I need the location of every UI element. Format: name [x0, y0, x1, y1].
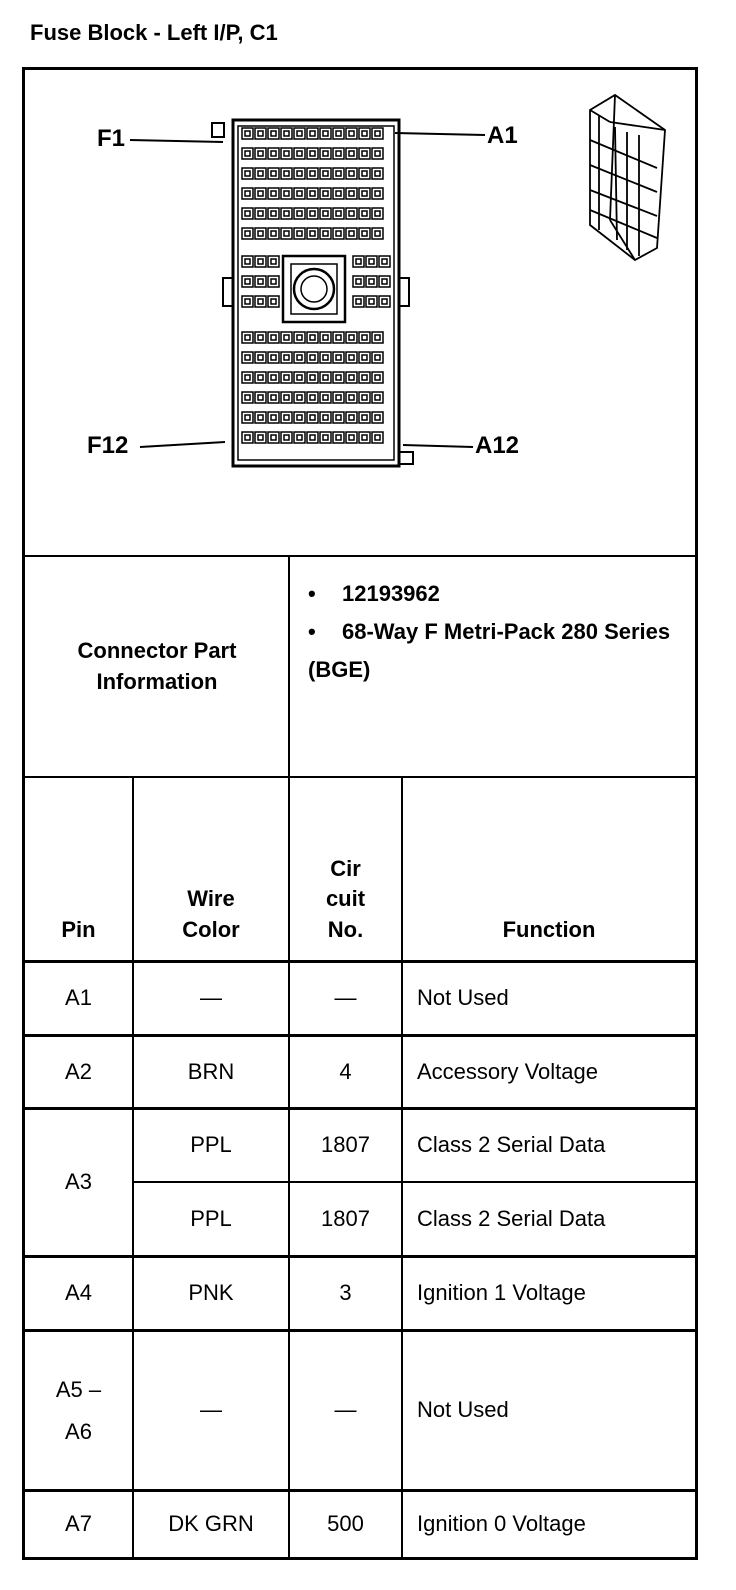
label-f1: F1 [97, 125, 126, 152]
part-number: •12193962 [308, 581, 440, 606]
circuit-cell: — [334, 985, 357, 1011]
pin-cell: A4 [65, 1280, 92, 1306]
function-cell: Class 2 Serial Data [417, 1132, 606, 1158]
connector-face-diagram [129, 93, 666, 468]
wire-color-cell: PPL [190, 1205, 232, 1231]
header-wire-color: Wire Color [182, 886, 240, 943]
function-cell: Accessory Voltage [417, 1058, 598, 1084]
connector-part-details: •12193962 •68-Way F Metri-Pack 280 Serie… [308, 575, 678, 689]
wire-color-cell: DK GRN [168, 1511, 254, 1537]
wire-color-cell: — [200, 1397, 222, 1423]
circuit-cell: 1807 [321, 1205, 370, 1231]
wire-color-cell: BRN [187, 1058, 235, 1084]
header-pin: Pin [61, 917, 96, 943]
circuit-cell: 4 [339, 1058, 352, 1084]
header-function: Function [502, 917, 596, 943]
connector-part-label: Connector Part Information [77, 637, 237, 694]
pin-cell: A7 [65, 1511, 92, 1537]
label-a12: A12 [475, 432, 520, 459]
pin-cell: A3 [65, 1169, 92, 1195]
pin-cell: A2 [65, 1058, 92, 1084]
circuit-cell: 3 [339, 1280, 352, 1306]
circuit-cell: 500 [327, 1511, 364, 1537]
connector-type: •68-Way F Metri-Pack 280 Series (BGE) [308, 619, 671, 682]
function-cell: Ignition 0 Voltage [417, 1511, 586, 1537]
header-circuit-no: Cir cuit No. [325, 855, 366, 943]
circuit-cell: — [334, 1397, 357, 1423]
label-f12: F12 [87, 432, 129, 459]
pin-cell: A5 –A6 [55, 1376, 102, 1444]
function-cell: Not Used [417, 985, 509, 1011]
connector-table: F1 A1 F12 A12 Connector Part Information… [22, 67, 698, 1560]
pin-cell: A1 [65, 985, 92, 1011]
wire-color-cell: — [200, 985, 222, 1011]
label-a1: A1 [487, 122, 518, 149]
function-cell: Not Used [417, 1397, 509, 1423]
wire-color-cell: PPL [190, 1132, 232, 1158]
function-cell: Class 2 Serial Data [417, 1205, 606, 1231]
circuit-cell: 1807 [321, 1132, 370, 1158]
function-cell: Ignition 1 Voltage [417, 1280, 586, 1306]
page-title: Fuse Block - Left I/P, C1 [30, 20, 278, 45]
wire-color-cell: PNK [188, 1280, 234, 1306]
